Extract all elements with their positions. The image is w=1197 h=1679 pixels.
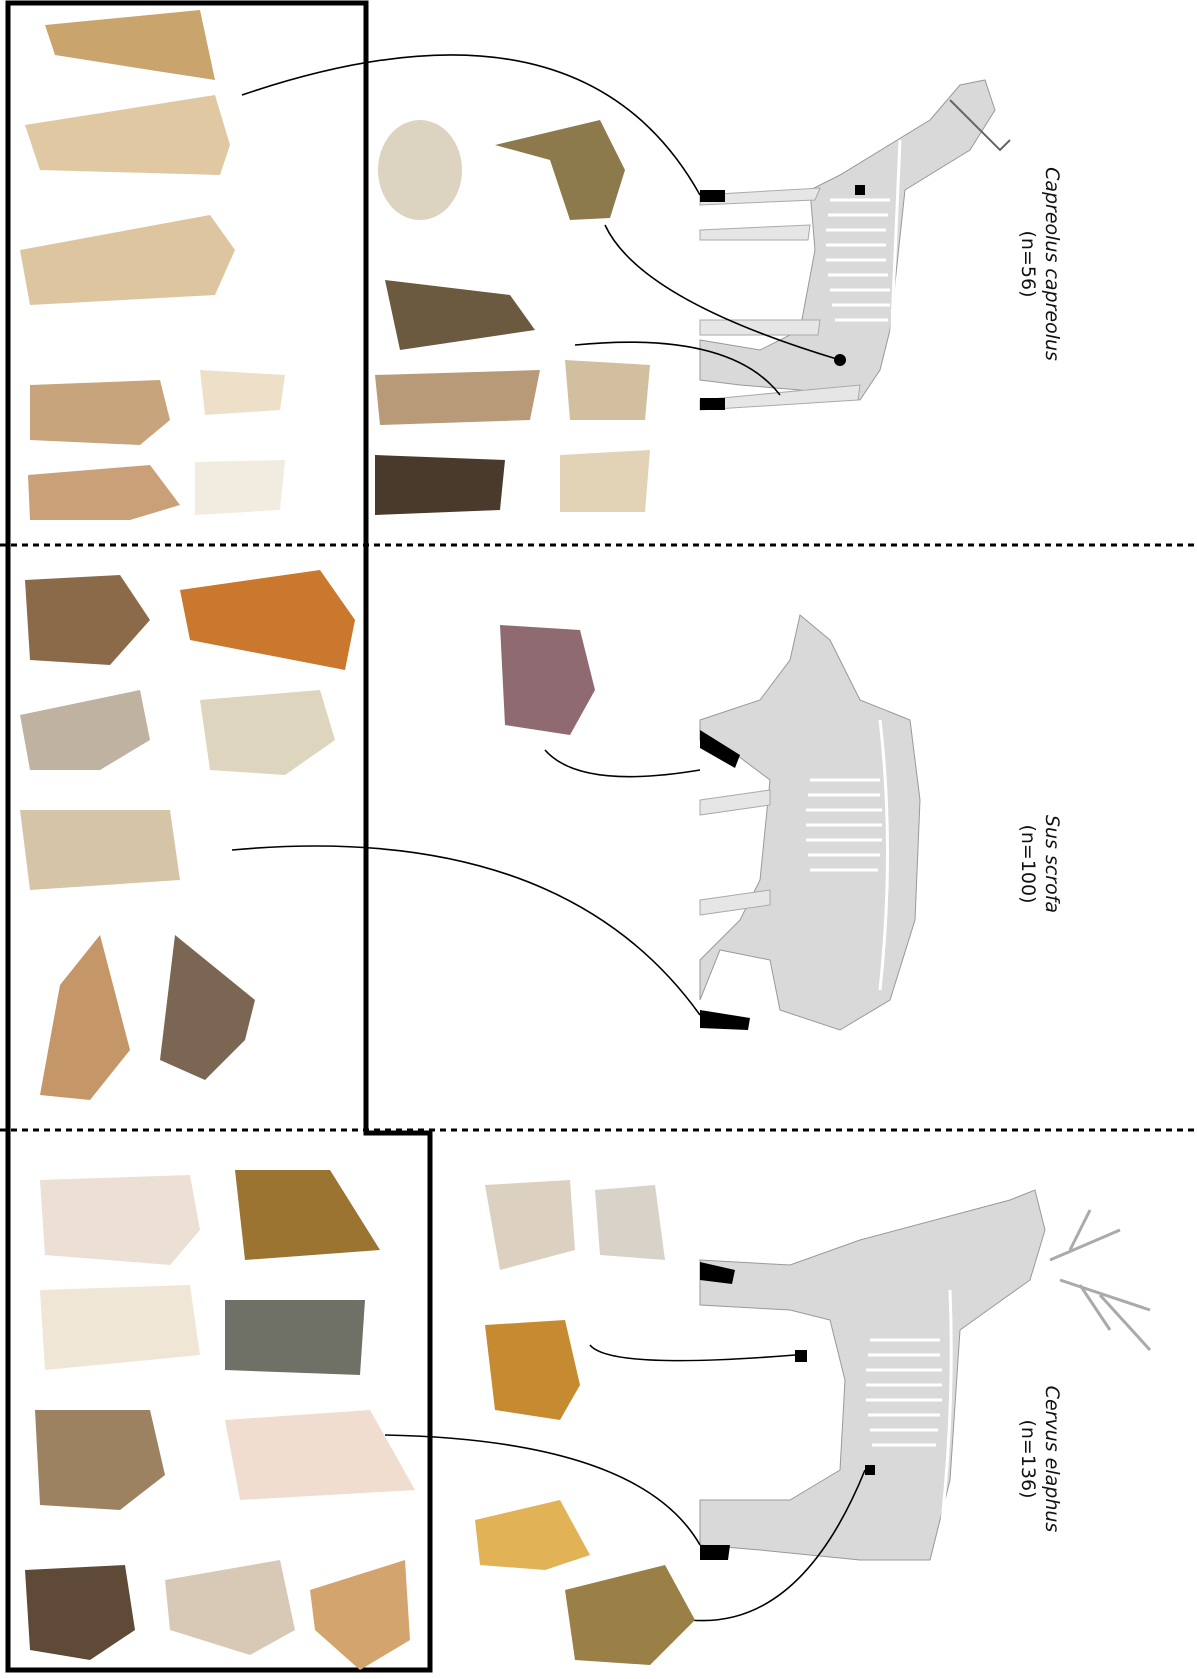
- red-deer-skeleton-icon: [700, 1190, 1150, 1560]
- bone-specimen-photo-icon: [225, 1410, 415, 1500]
- bone-specimen-photo-icon: [25, 1565, 135, 1660]
- bone-specimen-photo-icon: [20, 690, 150, 770]
- bone-specimen-photo-icon: [165, 1560, 295, 1655]
- bone-specimen-photo-icon: [565, 360, 650, 420]
- roe-deer-skeleton-icon: [700, 80, 1010, 410]
- sample-count: (n=100): [1016, 764, 1040, 964]
- bone-specimen-photo-icon: [225, 1300, 365, 1375]
- bone-specimen-photo-icon: [310, 1560, 410, 1670]
- sample-count: (n=136): [1016, 1359, 1040, 1559]
- bone-specimen-photo-icon: [45, 10, 215, 80]
- bone-specimen-photo-icon: [28, 465, 180, 520]
- bone-specimen-photo-icon: [25, 95, 230, 175]
- bone-specimen-photo-icon: [160, 935, 255, 1080]
- bone-specimen-photo-icon: [595, 1185, 665, 1260]
- wild-boar-skeleton-icon: [700, 615, 920, 1030]
- bone-specimen-photos: [20, 10, 695, 1670]
- bone-specimen-photo-icon: [495, 120, 625, 220]
- bone-specimen-photo-icon: [560, 450, 650, 512]
- bone-specimen-photo-icon: [20, 215, 235, 305]
- bone-specimen-photo-icon: [35, 1410, 165, 1510]
- bone-specimen-photo-icon: [25, 575, 150, 665]
- bone-specimen-photo-icon: [375, 370, 540, 425]
- bone-specimen-photo-icon: [180, 570, 355, 670]
- bone-specimen-photo-icon: [200, 370, 285, 415]
- bone-specimen-photo-icon: [475, 1500, 590, 1570]
- species-name: Capreolus capreolus: [1040, 164, 1064, 364]
- bone-specimen-photo-icon: [485, 1320, 580, 1420]
- bone-specimen-photo-icon: [40, 935, 130, 1100]
- bone-specimen-photo-icon: [375, 455, 505, 515]
- species-name: Cervus elaphus: [1040, 1359, 1064, 1559]
- species-label-sus: Sus scrofa (n=100): [1016, 764, 1064, 964]
- bone-specimen-photo-icon: [40, 1285, 200, 1370]
- bone-specimen-photo-icon: [195, 460, 285, 515]
- bone-specimen-photo-icon: [30, 380, 170, 445]
- bone-specimen-photo-icon: [485, 1180, 575, 1270]
- bone-specimen-photo-icon: [385, 280, 535, 350]
- bone-specimen-photo-icon: [378, 120, 462, 220]
- bone-specimen-photo-icon: [235, 1170, 380, 1260]
- species-name: Sus scrofa: [1040, 764, 1064, 964]
- bone-specimen-photo-icon: [40, 1175, 200, 1265]
- bone-specimen-photo-icon: [20, 810, 180, 890]
- species-label-capreolus: Capreolus capreolus (n=56): [1016, 164, 1064, 364]
- sample-count: (n=56): [1016, 164, 1040, 364]
- species-label-cervus: Cervus elaphus (n=136): [1016, 1359, 1064, 1559]
- bone-specimen-photo-icon: [200, 690, 335, 775]
- bone-specimen-photo-icon: [565, 1565, 695, 1665]
- bone-specimen-photo-icon: [500, 625, 595, 735]
